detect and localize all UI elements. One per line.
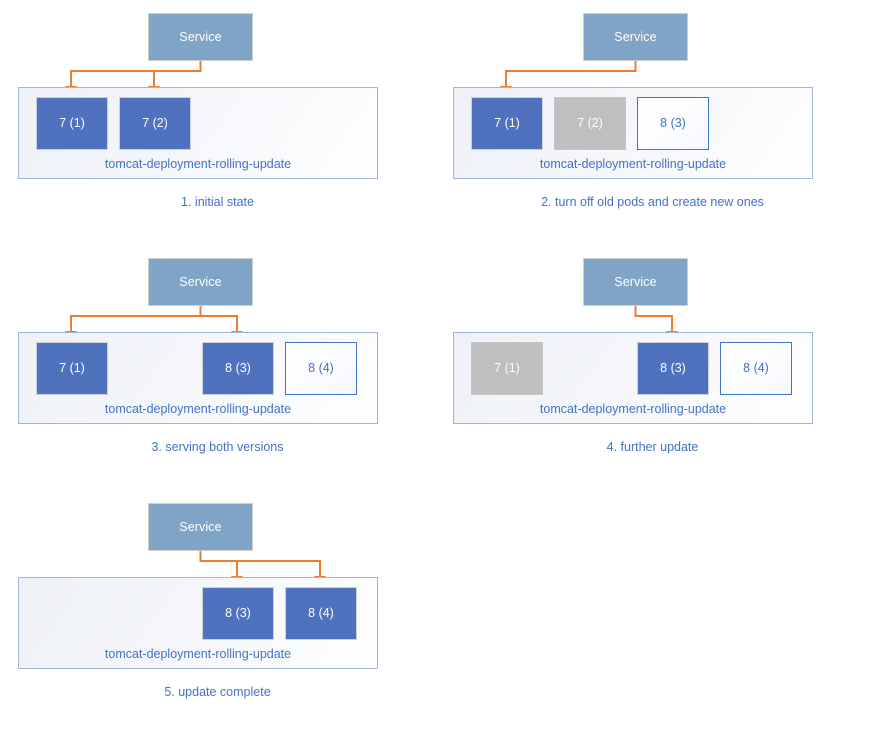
pod-terminating[interactable]: 7 (2) [554, 97, 626, 150]
pod-pending[interactable]: 8 (3) [637, 97, 709, 150]
pod-label: 7 (1) [59, 361, 85, 376]
deployment-container[interactable]: 8 (3) 8 (4) tomcat-deployment-rolling-upd… [18, 577, 378, 669]
panel-4: Service 7 (1) 8 (3) 8 (4) tomcat-deploymen… [435, 245, 870, 485]
panel-inner: Service 7 (1) 7 (2) tomcat-deployment-rol… [0, 0, 435, 240]
pod-active[interactable]: 7 (2) [119, 97, 191, 150]
pod-label: 8 (4) [308, 606, 334, 621]
deployment-label: tomcat-deployment-rolling-update [104, 156, 292, 171]
pod-label: 7 (2) [142, 116, 168, 131]
panel-caption: 2. turn off old pods and create new ones [541, 195, 764, 209]
pod-label: 7 (1) [494, 116, 520, 131]
pod-terminating[interactable]: 7 (1) [471, 342, 543, 395]
service-label: Service [614, 274, 657, 289]
service-label: Service [179, 274, 222, 289]
service-node[interactable]: Service [148, 258, 253, 306]
panel-3: Service 7 (1) 8 (3) 8 (4) tomcat-deploymen… [0, 245, 435, 485]
service-label: Service [614, 29, 657, 44]
panel-inner: Service 7 (1) 8 (3) 8 (4) tomcat-deploymen… [435, 245, 870, 485]
pod-active[interactable]: 8 (3) [637, 342, 709, 395]
pod-active[interactable]: 8 (4) [285, 587, 357, 640]
pod-active[interactable]: 7 (1) [36, 342, 108, 395]
deployment-label: tomcat-deployment-rolling-update [539, 156, 727, 171]
pod-active[interactable]: 7 (1) [36, 97, 108, 150]
pod-label: 8 (3) [225, 606, 251, 621]
deployment-container[interactable]: 7 (1) 8 (3) 8 (4) tomcat-deployment-rollin… [453, 332, 813, 424]
pod-active[interactable]: 8 (3) [202, 587, 274, 640]
panel-caption: 5. update complete [164, 685, 271, 699]
pod-label: 8 (4) [308, 361, 334, 376]
panel-caption: 3. serving both versions [151, 440, 284, 454]
service-node[interactable]: Service [148, 13, 253, 61]
deployment-label: tomcat-deployment-rolling-update [104, 401, 292, 416]
panel-5: Service 8 (3) 8 (4) tomcat-deployment-rol… [0, 490, 435, 730]
pod-pending[interactable]: 8 (4) [285, 342, 357, 395]
deployment-container[interactable]: 7 (1) 7 (2) tomcat-deployment-rolling-upd… [18, 87, 378, 179]
pod-pending[interactable]: 8 (4) [720, 342, 792, 395]
pod-label: 8 (4) [743, 361, 769, 376]
service-label: Service [179, 29, 222, 44]
pod-active[interactable]: 7 (1) [471, 97, 543, 150]
pod-active[interactable]: 8 (3) [202, 342, 274, 395]
deployment-container[interactable]: 7 (1) 7 (2) 8 (3) tomcat-deployment-rollin… [453, 87, 813, 179]
service-label: Service [179, 519, 222, 534]
panel-caption: 1. initial state [181, 195, 254, 209]
service-node[interactable]: Service [583, 258, 688, 306]
pod-label: 8 (3) [660, 361, 686, 376]
panel-1: Service 7 (1) 7 (2) tomcat-deployment-rol… [0, 0, 435, 240]
pod-label: 8 (3) [225, 361, 251, 376]
pod-label: 8 (3) [660, 116, 686, 131]
panel-caption: 4. further update [606, 440, 699, 454]
deployment-container[interactable]: 7 (1) 8 (3) 8 (4) tomcat-deployment-rollin… [18, 332, 378, 424]
deployment-label: tomcat-deployment-rolling-update [104, 646, 292, 661]
panel-inner: Service 7 (1) 8 (3) 8 (4) tomcat-deploymen… [0, 245, 435, 485]
pod-label: 7 (2) [577, 116, 603, 131]
pod-label: 7 (1) [494, 361, 520, 376]
panel-2: Service 7 (1) 7 (2) 8 (3) tomcat-deploymen… [435, 0, 870, 240]
pod-label: 7 (1) [59, 116, 85, 131]
service-node[interactable]: Service [148, 503, 253, 551]
panel-inner: Service 7 (1) 7 (2) 8 (3) tomcat-deploymen… [435, 0, 870, 240]
panel-inner: Service 8 (3) 8 (4) tomcat-deployment-rol… [0, 490, 435, 730]
service-node[interactable]: Service [583, 13, 688, 61]
deployment-label: tomcat-deployment-rolling-update [539, 401, 727, 416]
